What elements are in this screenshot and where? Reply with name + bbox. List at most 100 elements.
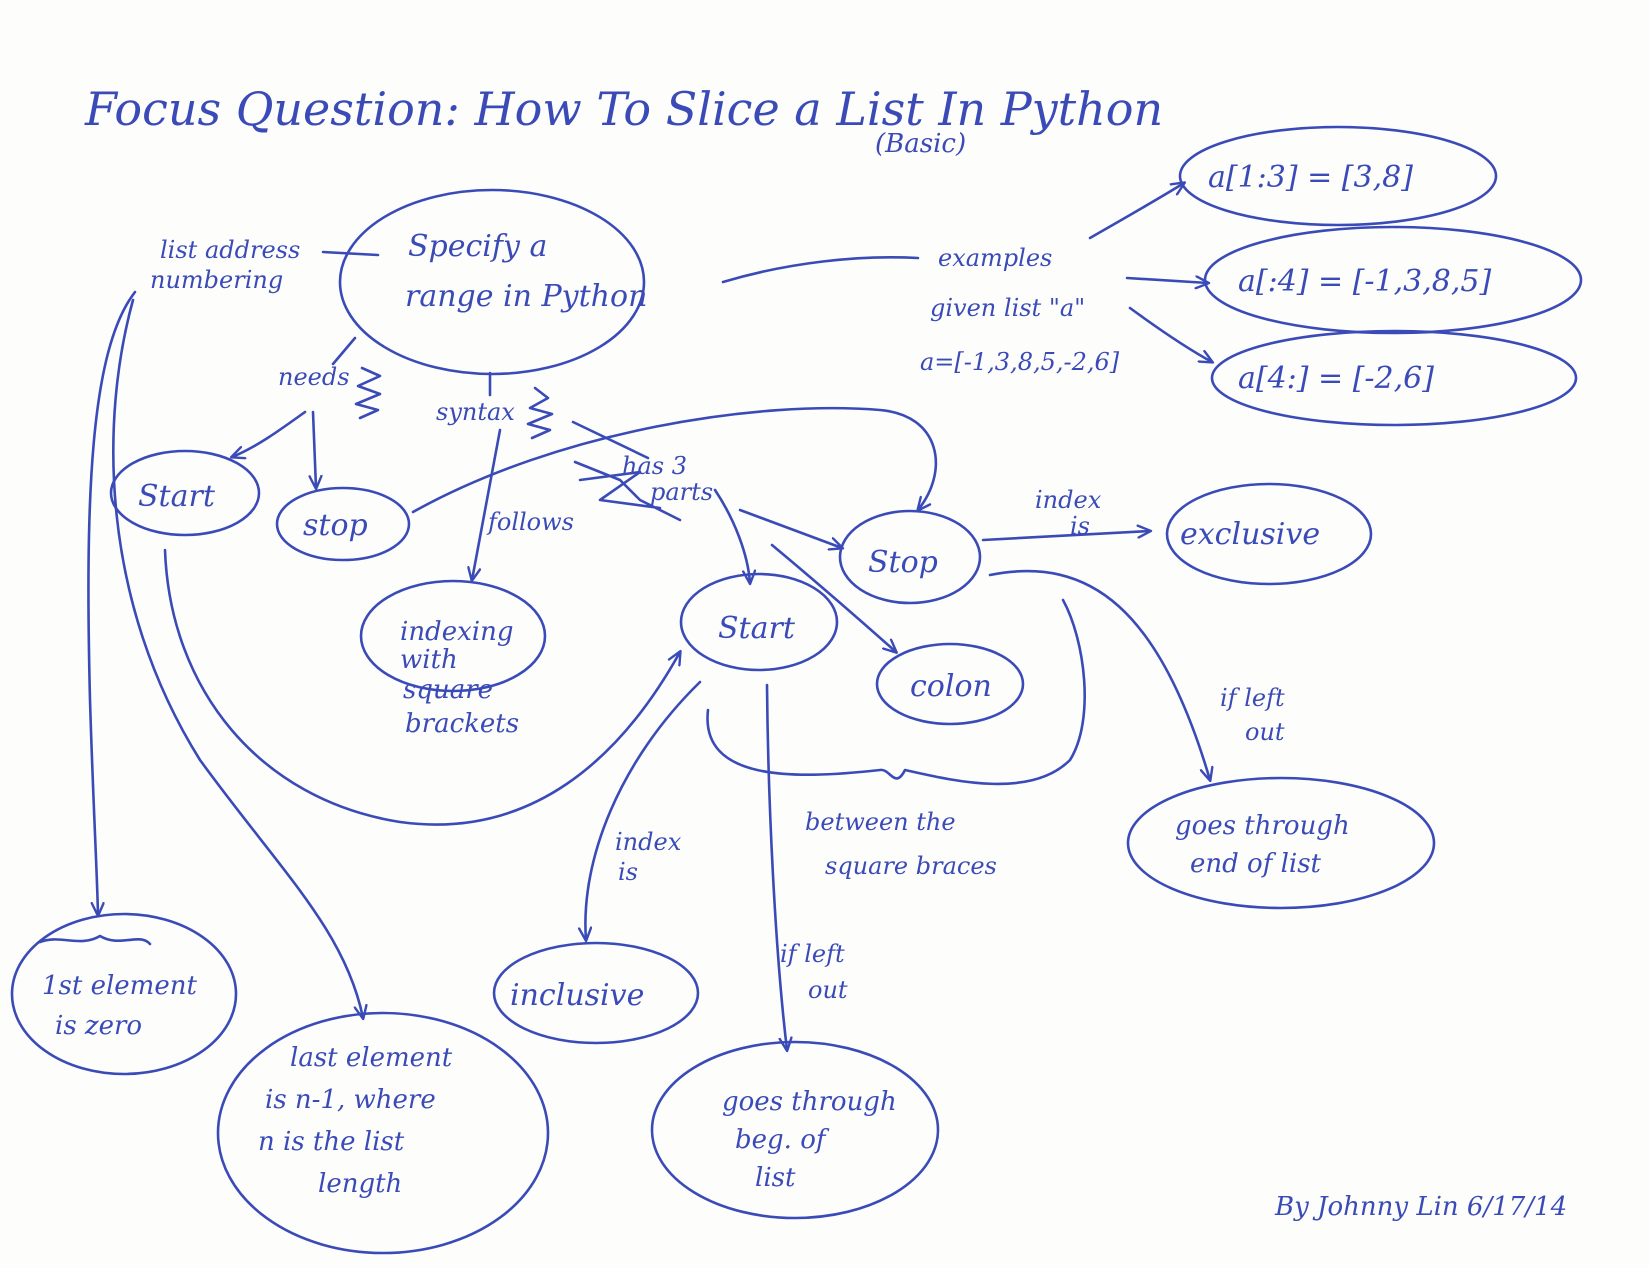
start-to-goes-beg-arrow [765, 683, 787, 1050]
goes-end-line2: end of list [1190, 849, 1322, 879]
last-element-text: last element is n-1, where n is the list… [258, 1043, 460, 1199]
goes-end-line1: goes through [1175, 811, 1350, 841]
examples-to-example2-arrow [1125, 278, 1208, 283]
goes-end-node [1126, 776, 1436, 910]
if-left-out-right-line2: out [1245, 718, 1285, 746]
syntax-to-indexing-arrow [472, 428, 502, 580]
indexing-line3: square [403, 675, 493, 705]
stop-to-goes-end-arrow [988, 569, 1210, 780]
needs-scribble [354, 366, 382, 420]
examples-to-example1-arrow [1088, 183, 1184, 240]
between-brace [706, 598, 1086, 786]
signature: By Johnny Lin 6/17/14 [1274, 1192, 1567, 1222]
examples-line2: given list "a" [930, 294, 1085, 322]
index-is-left-line2: is [618, 858, 638, 886]
exclusive-node [1165, 482, 1373, 586]
list-address-to-first-element-arrow [87, 290, 137, 915]
start-to-inclusive-arrow [585, 680, 702, 940]
start-left-node [109, 449, 261, 537]
specify-line1: Specify a [408, 229, 547, 264]
first-element-text: 1st element is zero [42, 971, 205, 1041]
index-is-right-line1: index [1035, 486, 1102, 514]
stop-left-to-stop-center-arrow [411, 406, 938, 514]
index-is-right-line2: is [1070, 512, 1090, 540]
examples-line1: examples [938, 244, 1052, 272]
indexing-text: indexing with square brackets [400, 617, 522, 739]
examples-line3: a=[-1,3,8,5,-2,6] [920, 348, 1120, 376]
start-left-to-start-center-arrow [163, 548, 680, 826]
stop-left-node [275, 486, 411, 562]
stop-to-exclusive-arrow [981, 531, 1150, 542]
list-address-label: list address numbering [150, 236, 308, 294]
has-3-parts-line1: has 3 [622, 452, 687, 480]
last-element-line4: length [318, 1169, 402, 1199]
has-3-parts-line2: parts [650, 478, 713, 506]
indexing-node [359, 579, 547, 693]
title-line2: (Basic) [875, 129, 966, 159]
specify-line2: range in Python [405, 279, 647, 314]
index-is-left-label: index is [615, 828, 689, 886]
last-element-line2: is n-1, where [265, 1085, 436, 1115]
first-element-line1: 1st element [42, 971, 197, 1001]
title-line1: Focus Question: How To Slice a List In P… [84, 82, 1163, 136]
if-left-out-right-line1: if left [1220, 684, 1285, 712]
exclusive-text: exclusive [1180, 517, 1320, 552]
last-element-line1: last element [290, 1043, 453, 1073]
list-address-to-last-element-arrow [112, 298, 363, 1018]
inclusive-node [492, 941, 700, 1045]
stop-left-text: stop [303, 508, 368, 543]
example1-text: a[1:3] = [3,8] [1208, 160, 1413, 195]
between-line2: square braces [825, 852, 997, 880]
first-element-scribble [38, 934, 152, 946]
start-center-node [679, 572, 839, 672]
list-address-line2: numbering [150, 266, 283, 294]
between-label: between the square braces [805, 808, 997, 880]
syntax-label: syntax [436, 398, 515, 426]
has-parts-to-stop-arrow [738, 508, 842, 548]
goes-beg-node [650, 1040, 940, 1220]
last-element-node [216, 1011, 550, 1255]
first-element-line2: is zero [55, 1011, 142, 1041]
indexing-line2: with [400, 645, 458, 675]
needs-connector [331, 336, 357, 366]
indexing-line4: brackets [405, 709, 519, 739]
if-left-out-center-label: if left out [780, 940, 852, 1004]
stop-center-text: Stop [868, 545, 938, 580]
goes-beg-line1: goes through [722, 1087, 897, 1117]
has-parts-to-colon-arrow [770, 543, 896, 652]
needs-to-stop-arrow [313, 410, 316, 488]
colon-node [875, 642, 1025, 726]
if-left-out-right-label: if left out [1220, 684, 1292, 746]
specify-range-text: Specify a range in Python [405, 229, 647, 314]
first-element-node [10, 912, 238, 1076]
goes-beg-line2: beg. of [735, 1125, 830, 1155]
examples-to-example3-arrow [1128, 306, 1212, 362]
if-left-out-center-line2: out [808, 976, 848, 1004]
has-parts-to-start-arrow [713, 488, 750, 583]
examples-label: examples given list "a" a=[-1,3,8,5,-2,6… [920, 244, 1120, 376]
follows-label: follows [486, 508, 574, 536]
index-is-left-line1: index [615, 828, 682, 856]
start-left-text: Start [138, 479, 216, 514]
example2-text: a[:4] = [-1,3,8,5] [1238, 264, 1491, 299]
example3-text: a[4:] = [-2,6] [1238, 361, 1434, 396]
specify-to-examples-line [721, 256, 920, 284]
specify-range-node [338, 188, 646, 376]
needs-label: needs [278, 363, 350, 391]
list-address-line1: list address [160, 236, 300, 264]
example3-node [1210, 329, 1578, 427]
syntax-to-has-parts-line [571, 420, 650, 460]
if-left-out-center-line1: if left [780, 940, 845, 968]
colon-text: colon [910, 669, 992, 704]
syntax-scribble [526, 386, 554, 440]
goes-beg-text: goes through beg. of list [722, 1087, 905, 1193]
stop-center-node [838, 509, 982, 605]
has-parts-scribble [573, 460, 682, 522]
indexing-line1: indexing [400, 617, 513, 647]
between-line1: between the [805, 808, 956, 836]
inclusive-text: inclusive [510, 978, 644, 1013]
example1-node [1178, 125, 1498, 227]
start-center-text: Start [718, 611, 796, 646]
goes-beg-line3: list [755, 1163, 796, 1193]
